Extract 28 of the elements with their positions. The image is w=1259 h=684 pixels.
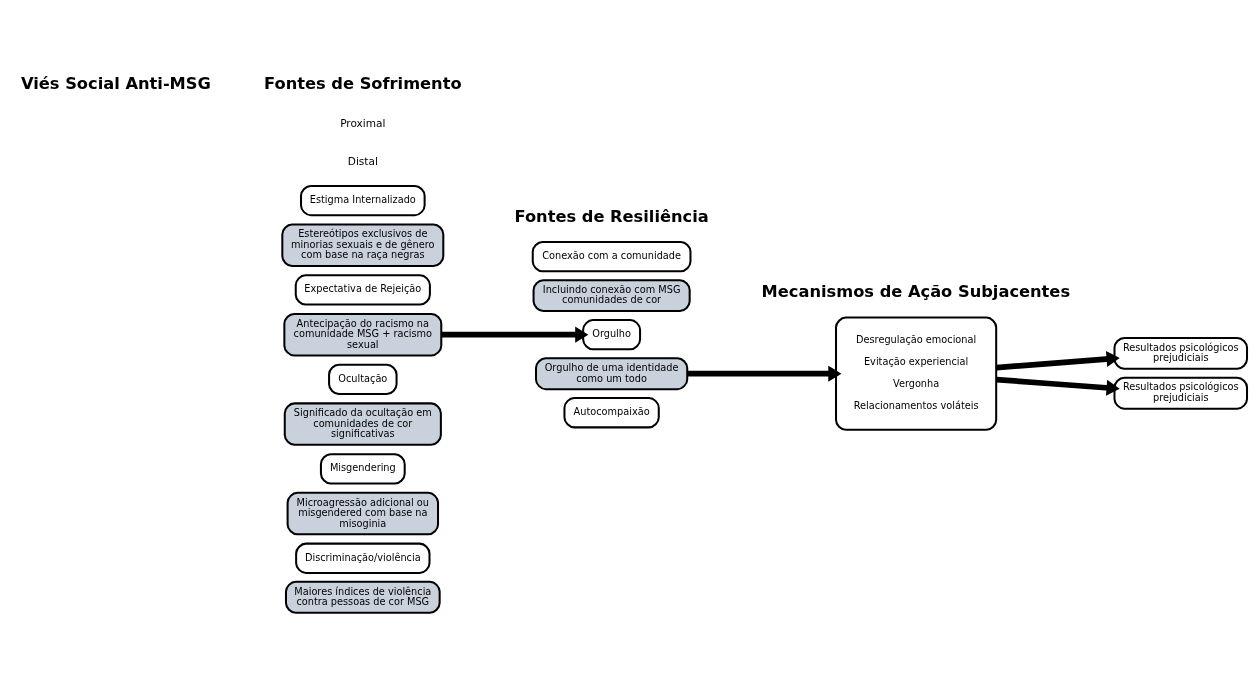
node-box: Desregulação emocional Evitação experiencial Vergonha Relacionamentos voláteis: [835, 316, 998, 431]
node-box: Estereótipos exclusivos de minorias sexuais e de gênero com base na raça negras: [281, 223, 445, 267]
label: Fontes de Resiliência: [514, 206, 709, 226]
node-box: Resultados psicológicos prejudiciais: [1113, 336, 1249, 370]
label: Fontes de Sofrimento: [264, 74, 462, 94]
node-box: Ocultação: [328, 363, 398, 396]
arrow: [687, 365, 842, 382]
node-box: Incluindo conexão com MSG comunidades de cor: [532, 279, 691, 313]
arrow: [996, 376, 1120, 396]
node-box: Discriminação/violência: [295, 542, 431, 574]
node-box: Conexão com a comunidade: [531, 240, 692, 273]
node-box: Orgulho: [582, 319, 642, 351]
node-box: Microagressão adicional ou misgendered com base na misoginia: [286, 491, 440, 536]
label: Proximal: [340, 116, 386, 129]
node-box: Significado da ocultação em comunidades de cor significativas: [283, 402, 442, 446]
node-box: Maiores índices de violência contra pessoas de cor MSG: [284, 580, 441, 614]
node-box: Expectativa de Rejeição: [294, 274, 431, 306]
node-box: Resultados psicológicos prejudiciais: [1113, 376, 1249, 410]
label: Mecanismos de Ação Subjacentes: [761, 282, 1071, 302]
node-box: Antecipação do racismo na comunidade MSG + racismo sexual: [283, 312, 443, 357]
arrow: [996, 351, 1120, 371]
node-box: Autocompaixão: [563, 397, 660, 429]
arrow: [441, 326, 589, 343]
label: Viés Social Anti-MSG: [20, 74, 211, 94]
node-box: Orgulho de uma identidade como um todo: [535, 357, 689, 391]
node-box: Misgendering: [319, 453, 406, 485]
node-box: Estigma Internalizado: [300, 184, 426, 217]
label: Distal: [347, 155, 378, 168]
